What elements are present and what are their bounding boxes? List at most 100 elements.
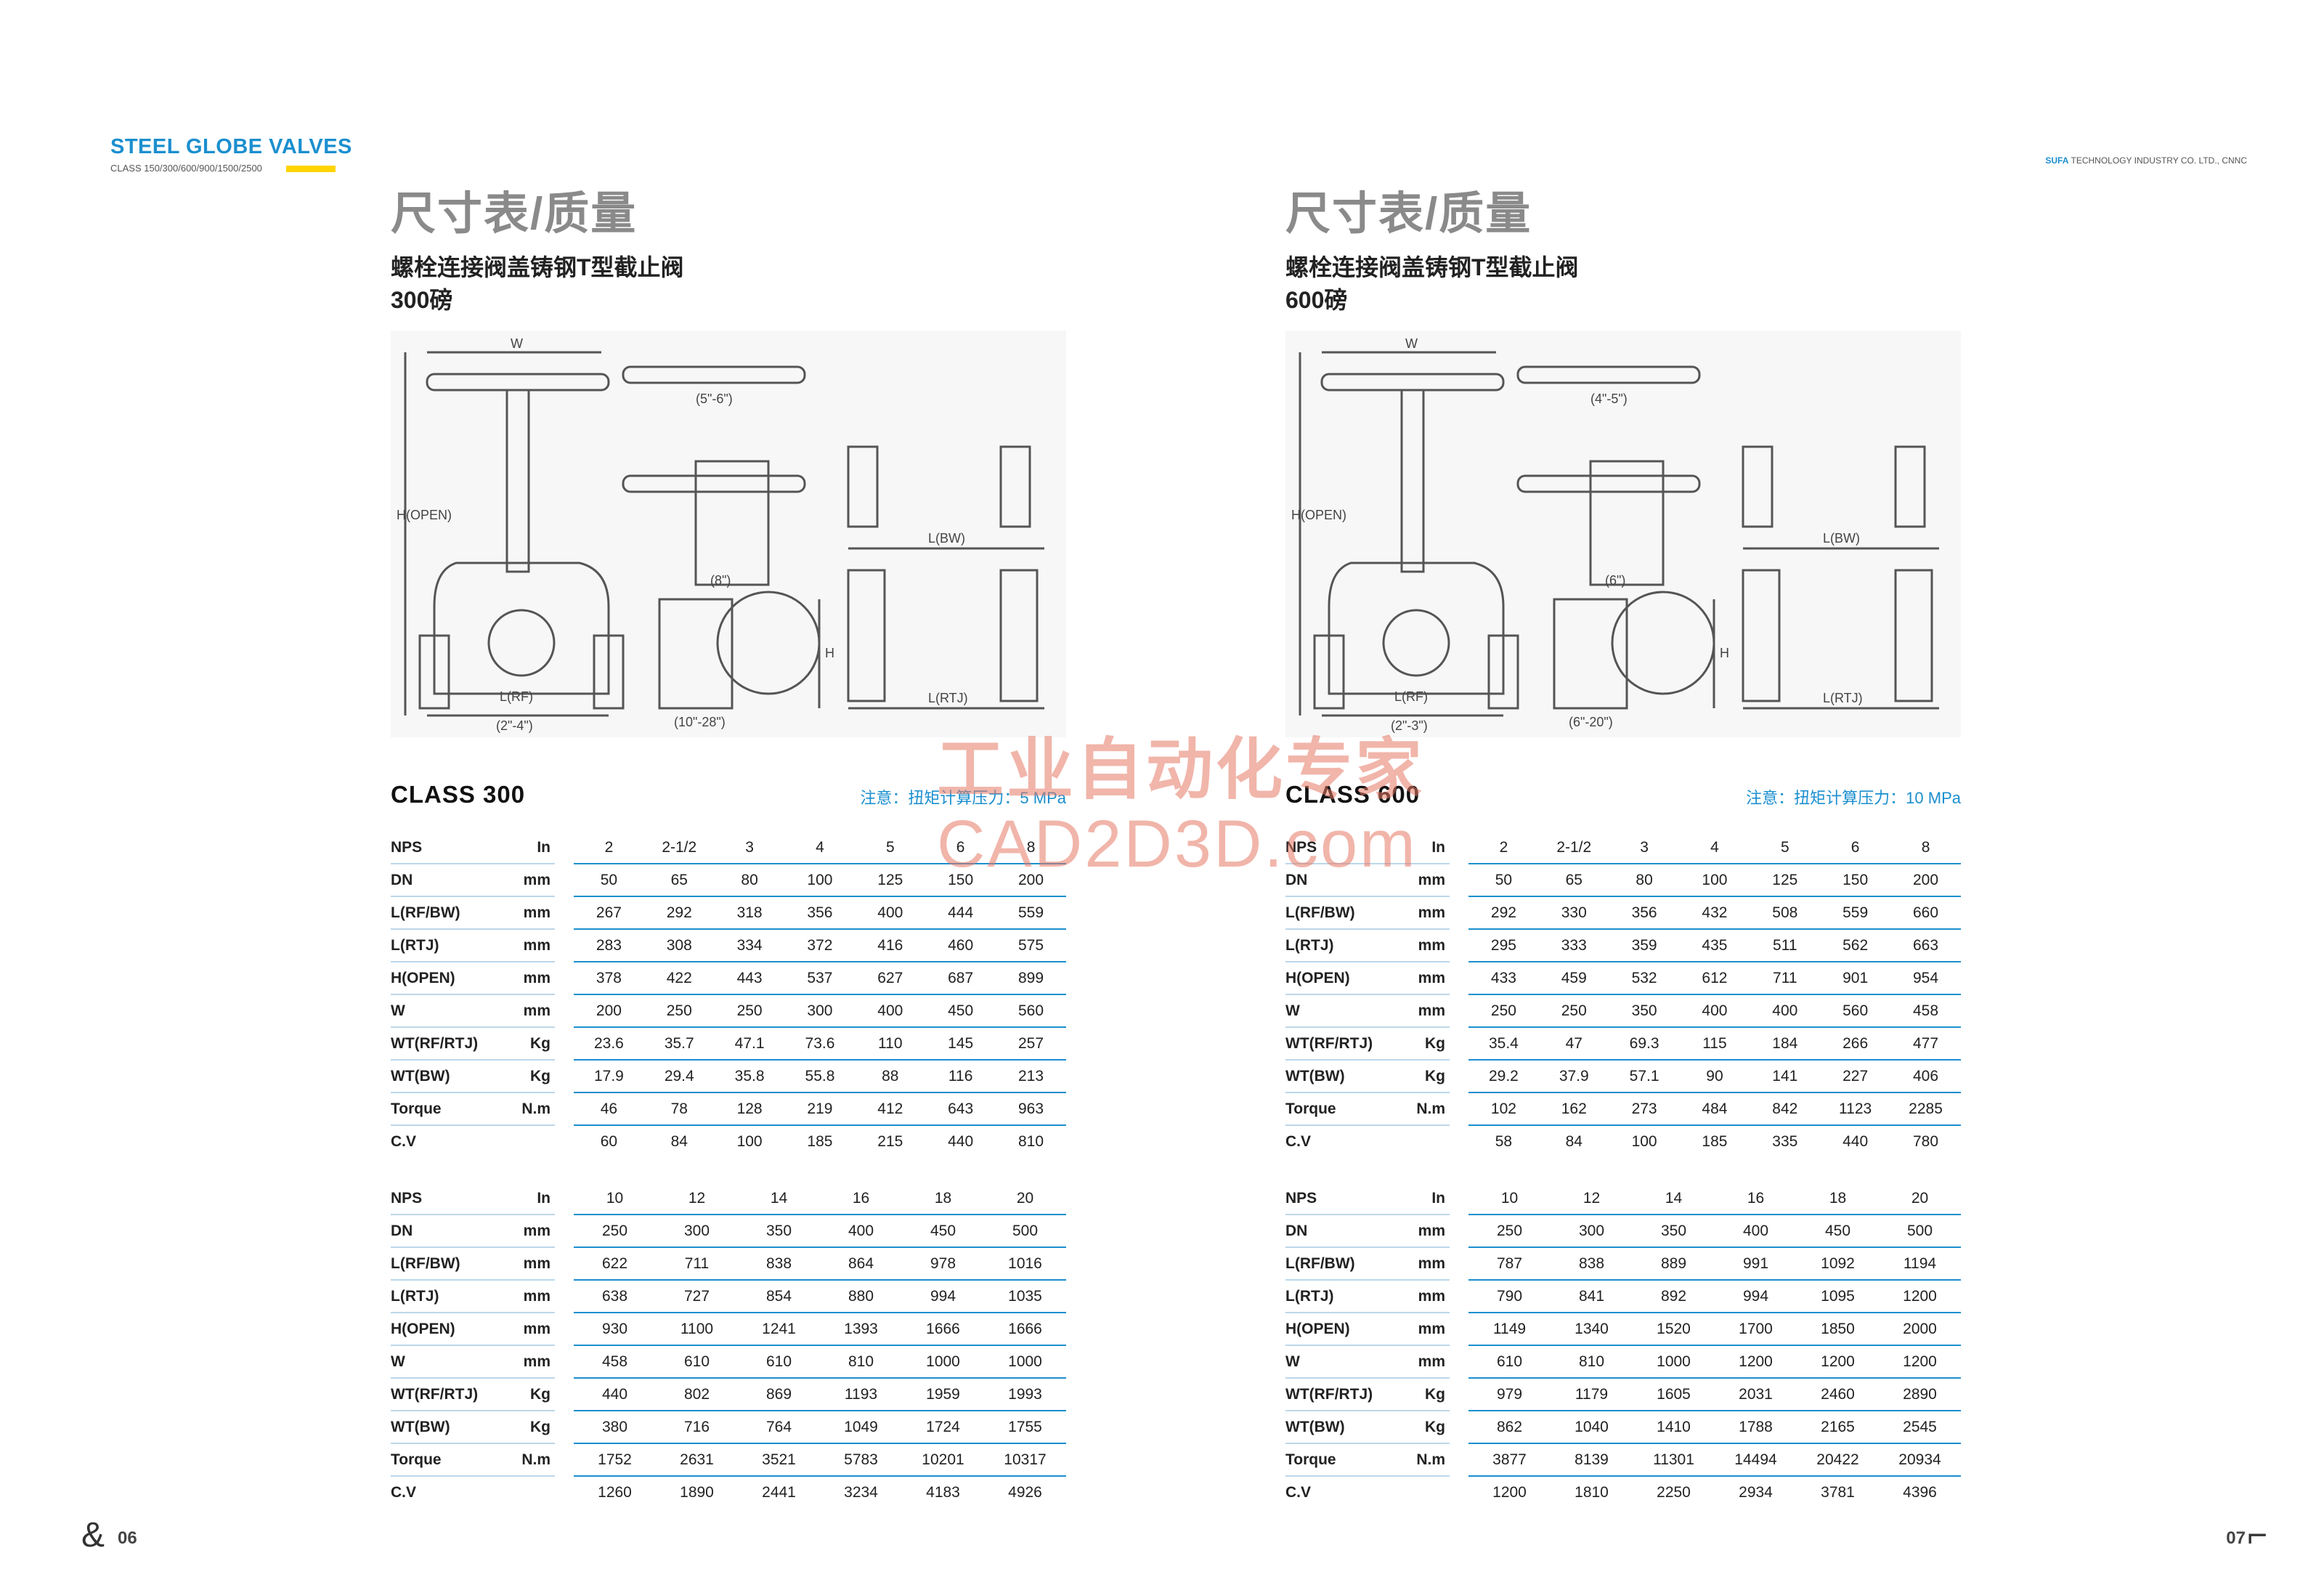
table-cell: 400: [820, 1215, 902, 1248]
table-cell: 643: [925, 1092, 996, 1126]
table-cell: 458: [1890, 994, 1961, 1028]
table-cell: 213: [996, 1060, 1066, 1093]
table-cell: 500: [984, 1215, 1066, 1248]
row-unit: mm: [500, 896, 555, 930]
table-cell: 35.8: [714, 1060, 785, 1093]
torque-note: 注意：扭矩计算压力：10 MPa: [1746, 789, 1961, 807]
table-cell: 1000: [1633, 1345, 1715, 1379]
row-unit: mm: [1394, 896, 1450, 930]
table-cell: 1724: [902, 1411, 984, 1444]
table-cell: 227: [1820, 1060, 1891, 1093]
row-unit: mm: [500, 1215, 555, 1248]
row-label: H(OPEN): [391, 962, 500, 995]
table-cell: 440: [1842, 1132, 1869, 1150]
table-cell: 440: [948, 1132, 974, 1150]
table-cell: 2545: [1879, 1411, 1961, 1444]
table-cell: 810: [1551, 1345, 1633, 1379]
table-cell: 300: [1551, 1215, 1633, 1248]
table-cell: 84: [1565, 1132, 1582, 1150]
header-accent-bar: [286, 166, 336, 172]
row-gap: [1450, 929, 1468, 962]
row-label: Torque: [1285, 1092, 1394, 1126]
row-unit: mm: [1394, 994, 1450, 1028]
table-cell: 125: [1750, 864, 1821, 897]
table-cell: 1993: [984, 1378, 1066, 1411]
drawing-size-c-label: (6"): [1605, 573, 1625, 588]
table-cell: 200: [1890, 864, 1961, 897]
row-label: Torque: [391, 1443, 500, 1477]
table-cell: 102: [1468, 1092, 1539, 1126]
table-cell: 200: [574, 994, 644, 1028]
table-cell: 185: [1702, 1132, 1728, 1150]
table-cell: 3877: [1468, 1443, 1551, 1477]
table-cell: 335: [1772, 1132, 1798, 1150]
table-cell: 838: [1551, 1247, 1633, 1281]
row-unit: Kg: [1394, 1060, 1450, 1093]
table-cell: 300: [656, 1215, 738, 1248]
table-cell: 3: [714, 832, 785, 864]
table-cell: 250: [714, 994, 785, 1028]
row-unit: In: [1394, 1183, 1450, 1215]
table-cell: 1179: [1551, 1378, 1633, 1411]
row-gap: [1450, 1060, 1468, 1092]
table-cell: 10317: [984, 1443, 1066, 1477]
class-label: CLASS 600: [1285, 781, 1421, 808]
table-cell: 50: [1468, 864, 1539, 897]
table-cell: 1890: [680, 1483, 714, 1501]
table-cell: 10: [1468, 1183, 1551, 1215]
table-cell: 308: [643, 929, 715, 962]
row-label: H(OPEN): [1285, 1313, 1394, 1346]
table-cell: 435: [1679, 929, 1750, 962]
table-cell: 14494: [1715, 1443, 1797, 1477]
row-gap: [1450, 1280, 1468, 1313]
table-cell: 60: [600, 1132, 618, 1150]
table-cell: 65: [643, 864, 715, 897]
row-label: WT(BW): [391, 1411, 500, 1444]
row-unit: [1394, 1125, 1450, 1157]
table-cell: 400: [1715, 1215, 1797, 1248]
table-cell: 350: [738, 1215, 820, 1248]
row-gap: [1450, 1125, 1468, 1157]
row-label: W: [1285, 994, 1394, 1028]
table-cell: 532: [1609, 962, 1680, 995]
row-gap: [555, 1092, 574, 1125]
table-cell: 250: [643, 994, 715, 1028]
row-gap: [1450, 1027, 1468, 1060]
row-label: W: [1285, 1345, 1394, 1379]
table-cell: 116: [925, 1060, 996, 1093]
table-cell: 10201: [902, 1443, 984, 1477]
table-cell: 3: [1609, 832, 1680, 864]
row-unit: mm: [1394, 1345, 1450, 1379]
table-cell: 864: [820, 1247, 902, 1281]
table-cell: 10: [574, 1183, 656, 1215]
table-cell: 2934: [1739, 1483, 1773, 1501]
table-cell: 1035: [984, 1280, 1066, 1313]
table-cell: 55.8: [784, 1060, 856, 1093]
row-label: C.V: [391, 1483, 417, 1501]
table-cell: 3781: [1821, 1483, 1855, 1501]
table-cell: 35.4: [1468, 1027, 1539, 1061]
table-cell: 12: [1551, 1183, 1633, 1215]
table-cell: 18: [1797, 1183, 1879, 1215]
table-cell: 444: [925, 896, 996, 930]
table-cell: 141: [1750, 1060, 1821, 1093]
row-label: WT(RF/RTJ): [1285, 1027, 1394, 1061]
table-cell: 100: [784, 864, 856, 897]
table-cell: 638: [574, 1280, 656, 1313]
row-unit: mm: [500, 864, 555, 897]
table-cell: 219: [784, 1092, 856, 1126]
table-cell: 4396: [1903, 1483, 1937, 1501]
row-gap: [555, 864, 574, 896]
table-cell: 267: [574, 896, 644, 930]
table-cell: 17.9: [574, 1060, 644, 1093]
row-unit: Kg: [500, 1060, 555, 1093]
row-unit: mm: [500, 994, 555, 1028]
row-label: WT(BW): [1285, 1411, 1394, 1444]
row-gap: [1450, 1345, 1468, 1378]
